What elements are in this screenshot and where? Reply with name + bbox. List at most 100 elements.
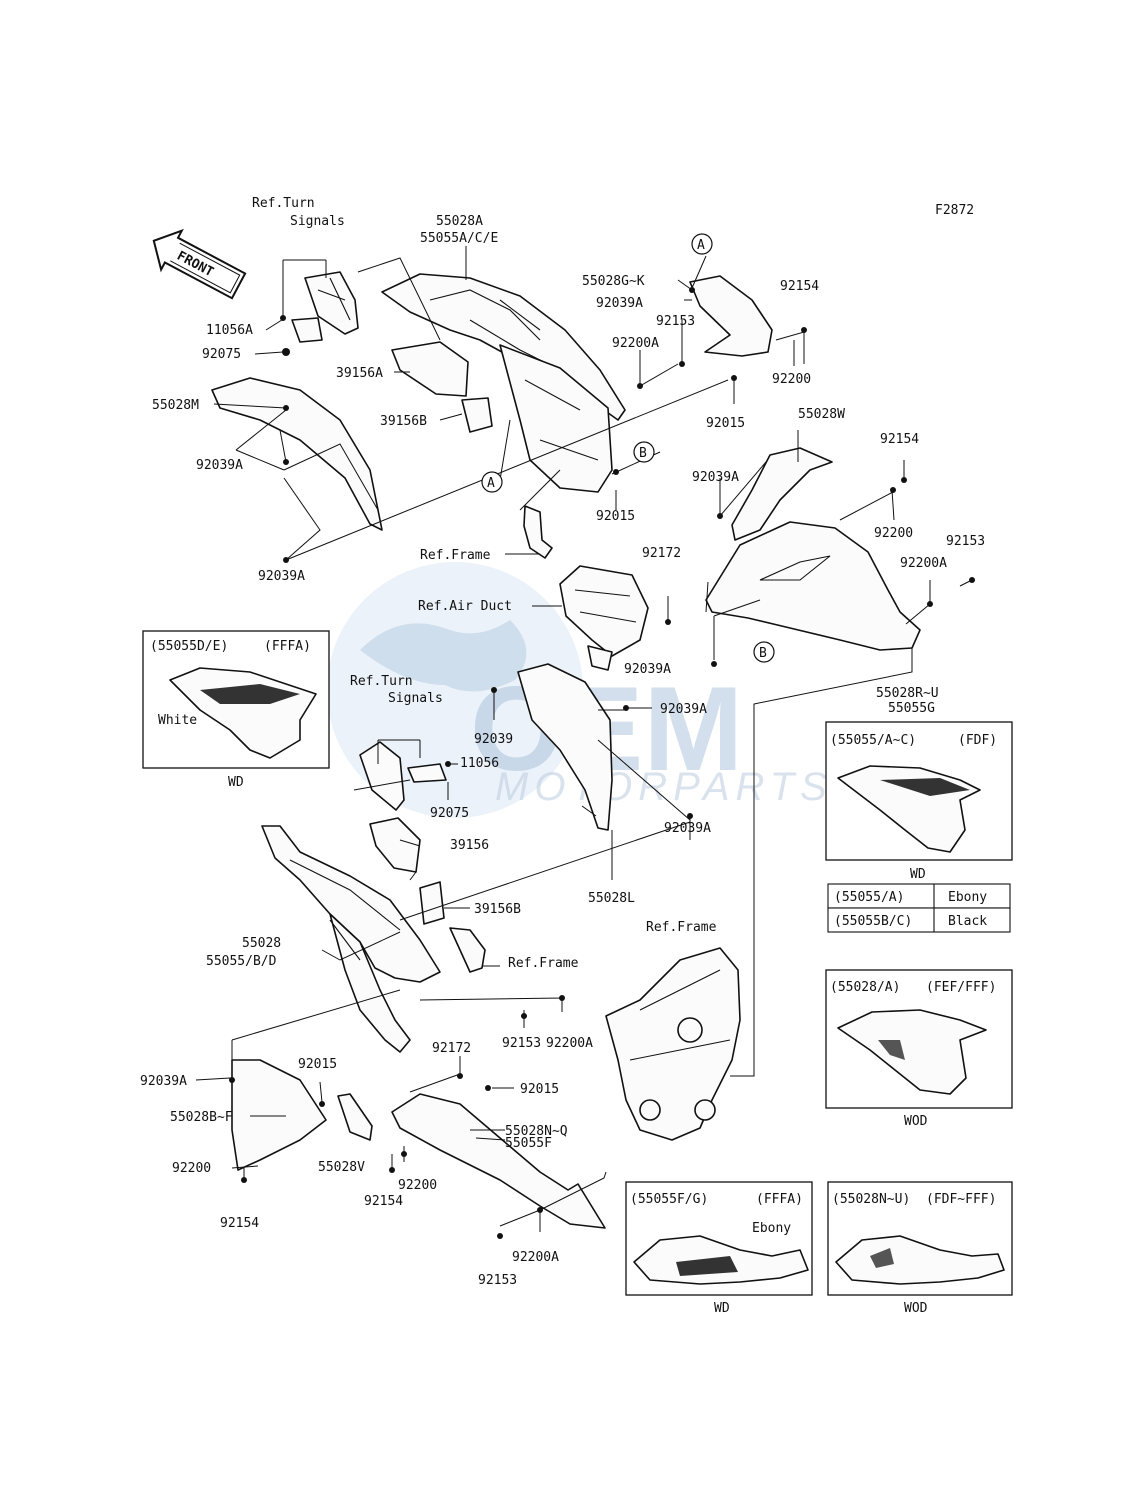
label-55028M: 55028M <box>152 398 199 413</box>
lead-lines <box>195 246 973 1232</box>
label-92039A-c: 92039A <box>660 702 707 717</box>
inset-55028NU-code: (55028N~U) <box>832 1192 910 1207</box>
frame <box>605 947 741 1141</box>
circle-a-bottom: A <box>487 476 495 491</box>
panel-55028BF <box>231 1059 327 1171</box>
part-labels: Ref.Turn Signals 55028A 55055A/C/E 11056… <box>140 196 985 1288</box>
figure-id: F2872 <box>935 203 974 218</box>
label-39156A: 39156A <box>336 366 383 381</box>
label-55055F: 55055F <box>505 1136 552 1151</box>
label-92153-top: 92153 <box>656 314 695 329</box>
label-92200A-b2: 92200A <box>512 1250 559 1265</box>
fastener-dots <box>229 287 975 1239</box>
label-39156: 39156 <box>450 838 489 853</box>
label-ref-turn-signals-1b: Signals <box>290 214 345 229</box>
label-92015-b1: 92015 <box>298 1057 337 1072</box>
label-92154-b: 92154 <box>220 1216 259 1231</box>
label-92200-b: 92200 <box>172 1161 211 1176</box>
inset-55028NU-caption: WOD <box>904 1301 928 1316</box>
turn-signal-bracket-top <box>291 271 359 343</box>
label-92075-mid: 92075 <box>430 806 469 821</box>
inset-55055AC: (55055/A~C) (FDF) WD <box>825 721 1013 882</box>
label-92039A-w: 92039A <box>692 470 739 485</box>
label-55028GK: 55028G~K <box>582 274 645 289</box>
label-92200-top: 92200 <box>772 372 811 387</box>
label-92200-mid: 92200 <box>874 526 913 541</box>
label-92039A-duct: 92039A <box>624 662 671 677</box>
inset-55055FG-note: Ebony <box>752 1221 791 1236</box>
label-55055BD: 55055/B/D <box>206 954 277 969</box>
label-ref-turn-signals-1a: Ref.Turn <box>252 196 315 211</box>
inset-55055DE-code: (55055D/E) <box>150 639 228 654</box>
inset-55055DE-caption: WD <box>228 775 244 790</box>
label-ref-turn-signals-2a: Ref.Turn <box>350 674 413 689</box>
label-92154-b2: 92154 <box>364 1194 403 1209</box>
label-55028: 55028 <box>242 936 281 951</box>
frame-bracket-mid <box>449 927 486 973</box>
color-table-row1-color: Ebony <box>948 890 987 905</box>
label-92200-b2: 92200 <box>398 1178 437 1193</box>
label-92154-top: 92154 <box>780 279 819 294</box>
label-92172-top: 92172 <box>642 546 681 561</box>
ref-circles: A A B B <box>481 233 775 663</box>
label-92200A-mid: 92200A <box>900 556 947 571</box>
label-92200A-b1: 92200A <box>546 1036 593 1051</box>
color-table-row2-code: (55055B/C) <box>834 914 912 929</box>
air-duct <box>559 565 649 671</box>
label-55028NQ: 55028N~Q <box>505 1124 568 1139</box>
inset-55055AC-paint: (FDF) <box>958 733 997 748</box>
front-arrow-icon: FRONT <box>152 228 247 300</box>
label-92200A-top: 92200A <box>612 336 659 351</box>
part-39156A <box>391 341 469 397</box>
inset-55055FG-paint: (FFFA) <box>756 1192 803 1207</box>
label-ref-frame-top: Ref.Frame <box>420 548 491 563</box>
label-92153-b1: 92153 <box>502 1036 541 1051</box>
label-92154-mid: 92154 <box>880 432 919 447</box>
panel-55028RU <box>705 521 921 651</box>
label-55028V: 55028V <box>318 1160 365 1175</box>
circle-b-top: B <box>639 446 647 461</box>
color-table-row2-color: Black <box>948 914 987 929</box>
label-ref-frame-mid: Ref.Frame <box>508 956 579 971</box>
label-ref-frame-bot: Ref.Frame <box>646 920 717 935</box>
part-39156B-top <box>461 397 493 433</box>
inset-55055AC-caption: WD <box>910 867 926 882</box>
label-92015-b2: 92015 <box>520 1082 559 1097</box>
panel-55028GK <box>689 275 773 357</box>
watermark-continent-shape <box>360 620 527 692</box>
label-92039A-left1: 92039A <box>196 458 243 473</box>
label-92172-b: 92172 <box>432 1041 471 1056</box>
side-panel-55028M <box>211 377 383 531</box>
inset-55028A: (55028/A) (FEF/FFF) WOD <box>825 969 1013 1129</box>
label-55055ACE: 55055A/C/E <box>420 231 498 246</box>
inset-55028NU-paint: (FDF~FFF) <box>926 1192 996 1207</box>
label-11056: 11056 <box>460 756 499 771</box>
label-ref-air-duct: Ref.Air Duct <box>418 599 512 614</box>
upper-cowl-55028A <box>381 273 626 493</box>
label-55028BF: 55028B~F <box>170 1110 233 1125</box>
panel-55028V <box>337 1093 373 1141</box>
label-39156B-top: 39156B <box>380 414 427 429</box>
label-92039: 92039 <box>474 732 513 747</box>
inset-55055DE: (55055D/E) (FFFA) White WD <box>142 630 330 790</box>
label-92039A-d: 92039A <box>664 821 711 836</box>
part-39156 <box>369 817 421 873</box>
lower-cowl-55028 <box>261 825 441 1053</box>
label-55028W: 55028W <box>798 407 845 422</box>
label-92039A-b: 92039A <box>140 1074 187 1089</box>
label-39156B-mid: 39156B <box>474 902 521 917</box>
inset-55028NU: (55028N~U) (FDF~FFF) WOD <box>827 1181 1013 1316</box>
inset-55028A-paint: (FEF/FFF) <box>926 980 996 995</box>
frame-bracket-top <box>523 505 553 559</box>
label-ref-turn-signals-2b: Signals <box>388 691 443 706</box>
label-11056A: 11056A <box>206 323 253 338</box>
inset-55028A-caption: WOD <box>904 1114 928 1129</box>
color-table-row1-code: (55055/A) <box>834 890 904 905</box>
label-92039A-left2: 92039A <box>258 569 305 584</box>
label-55028A: 55028A <box>436 214 483 229</box>
label-55028L: 55028L <box>588 891 635 906</box>
label-92015-mid: 92015 <box>596 509 635 524</box>
circle-b-bottom: B <box>759 646 767 661</box>
circle-a-top: A <box>697 238 705 253</box>
